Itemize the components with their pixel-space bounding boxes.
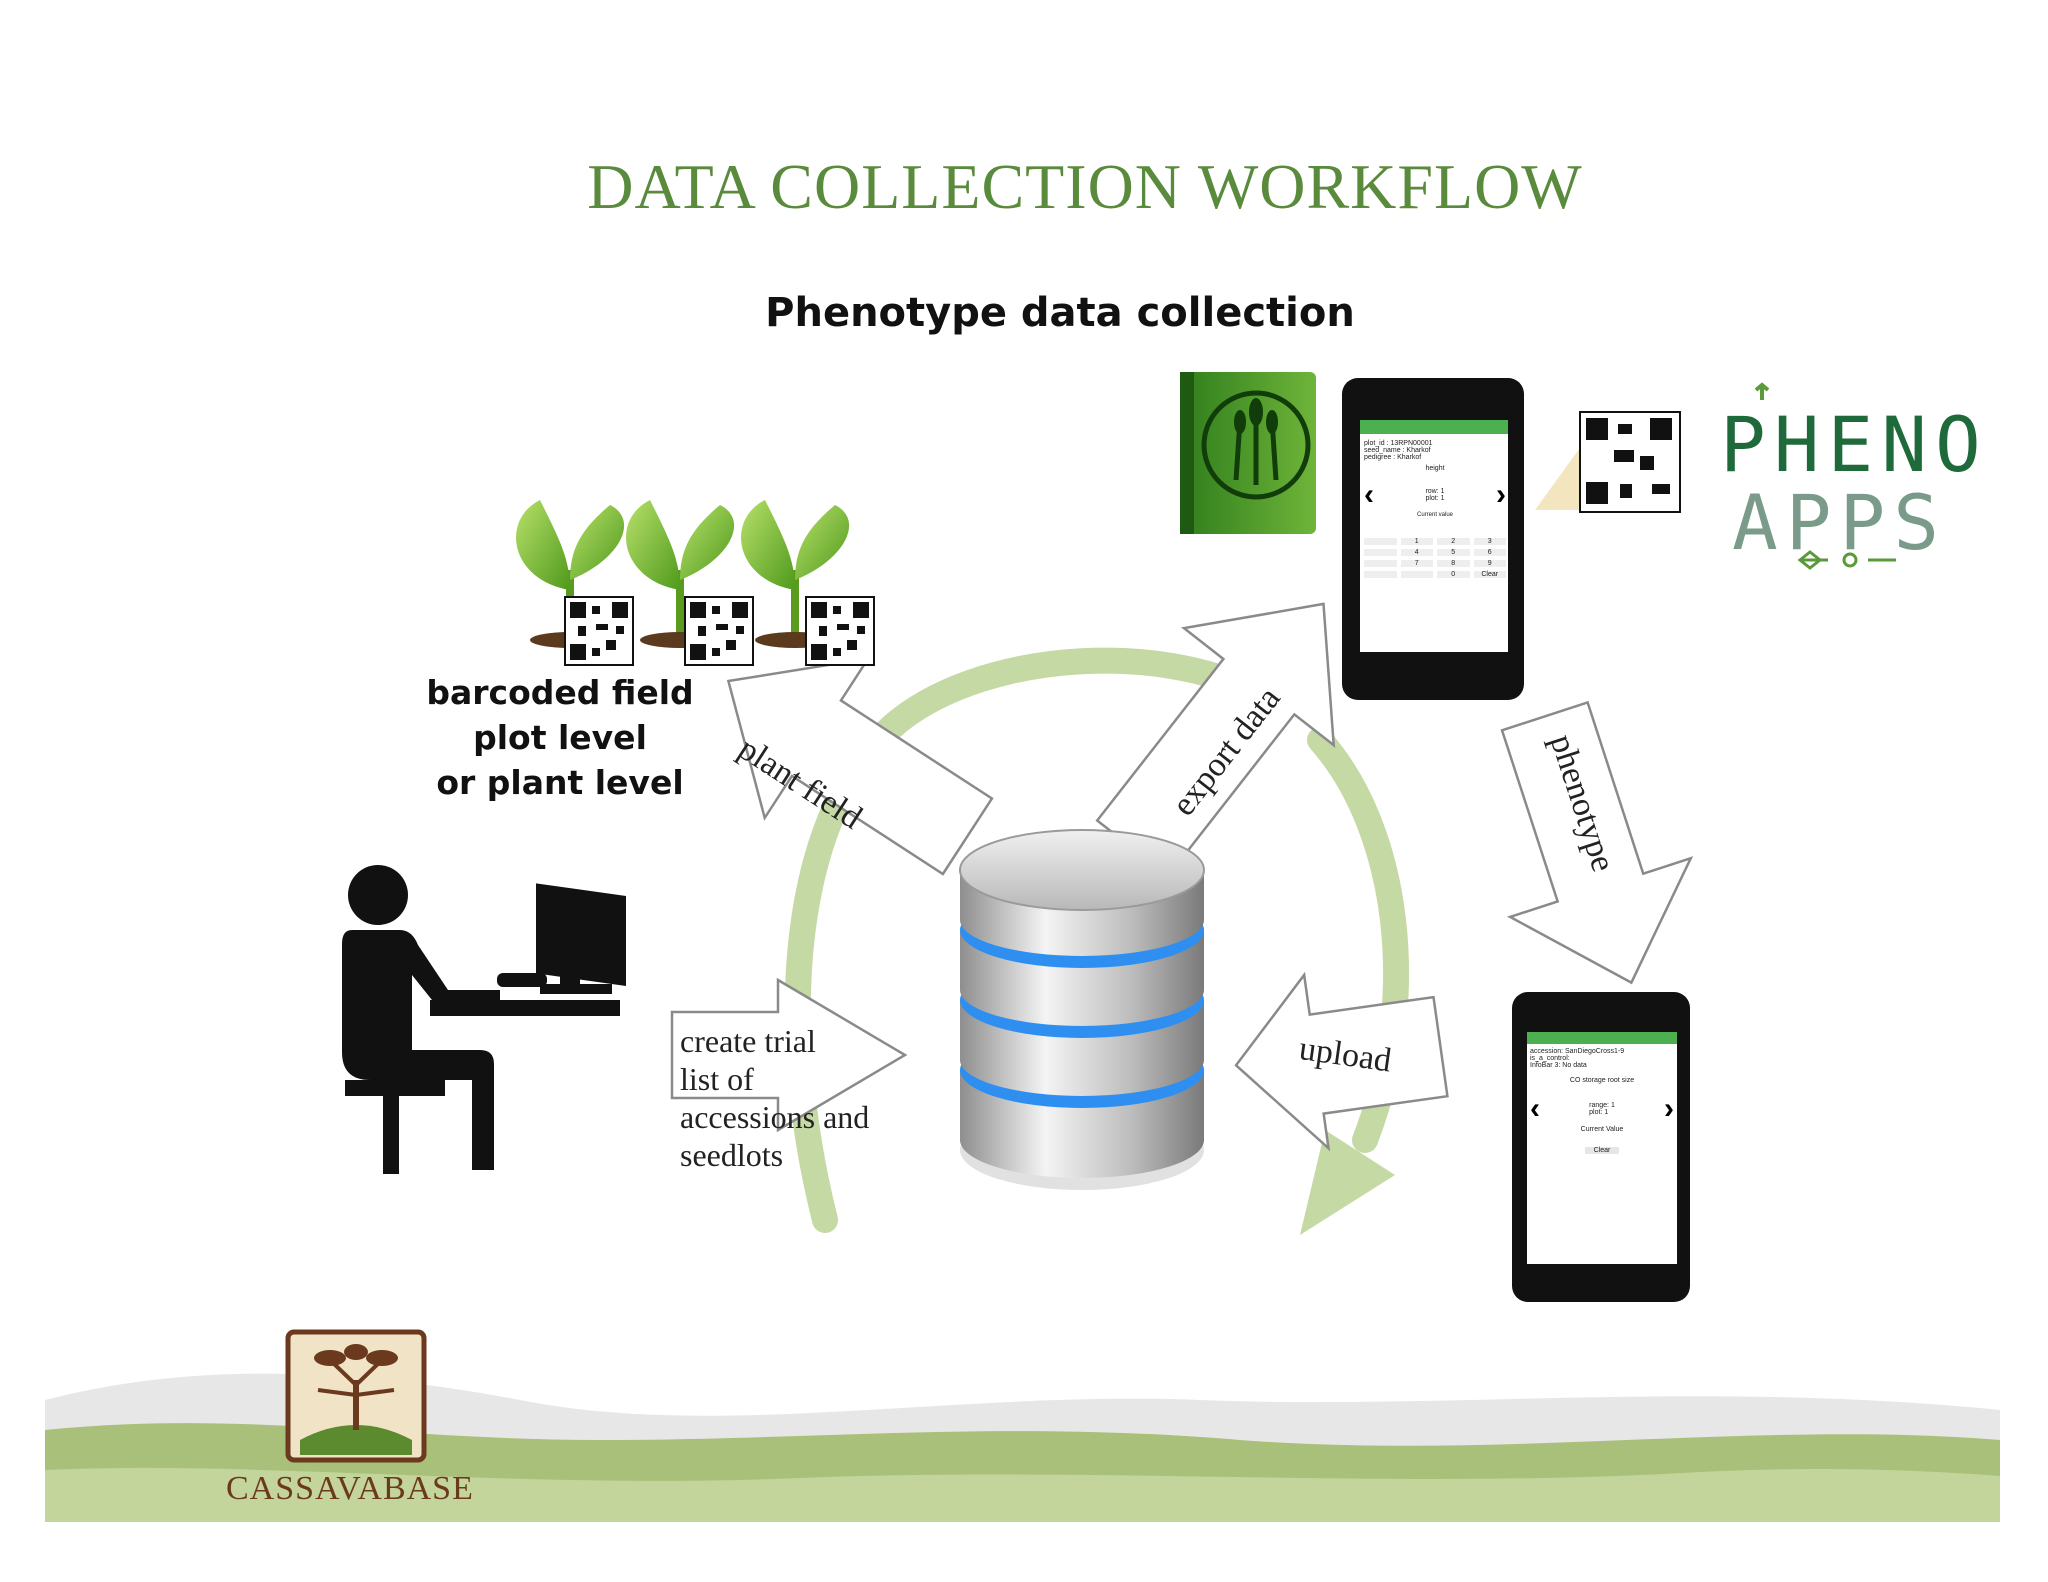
phone-keypad: 1 2 3 4 5 6 7 8 9 0 Clear bbox=[1364, 538, 1506, 578]
chevron-right-icon[interactable]: › bbox=[1664, 1092, 1674, 1125]
hills-background bbox=[45, 1373, 2000, 1522]
barcode-caption-line: barcoded field bbox=[426, 673, 694, 712]
key[interactable] bbox=[1364, 560, 1397, 567]
upload-arrow bbox=[1234, 971, 1449, 1152]
chevron-left-icon[interactable]: ‹ bbox=[1364, 478, 1374, 511]
key[interactable] bbox=[1364, 538, 1397, 545]
key[interactable]: 2 bbox=[1437, 538, 1470, 545]
key[interactable]: 7 bbox=[1400, 560, 1433, 567]
database-icon bbox=[959, 829, 1205, 1190]
create-trial-arrow bbox=[670, 977, 908, 1133]
key[interactable]: 5 bbox=[1437, 549, 1470, 556]
key[interactable] bbox=[1400, 571, 1433, 578]
cassavabase-logo bbox=[285, 1329, 427, 1463]
key[interactable]: 3 bbox=[1473, 538, 1506, 545]
cassavabase-name: CASSAVABASE bbox=[226, 1470, 474, 1507]
range-value: 1 bbox=[1610, 1102, 1615, 1109]
phone-field: InfoBar 3: No data bbox=[1530, 1062, 1587, 1069]
phone-current: Current Value bbox=[1580, 1126, 1624, 1133]
key[interactable]: 8 bbox=[1437, 560, 1470, 567]
clear-key[interactable]: Clear bbox=[1473, 571, 1506, 578]
phenotype-arrow bbox=[1500, 700, 1694, 985]
phone-top-screen: plot_id : 13RPN00001 seed_name : Kharkof… bbox=[1364, 440, 1506, 578]
phone-current: Current value bbox=[1416, 512, 1454, 518]
key[interactable]: 0 bbox=[1437, 571, 1470, 578]
phone-field: is_a_control: bbox=[1530, 1055, 1570, 1062]
chevron-left-icon[interactable]: ‹ bbox=[1530, 1092, 1540, 1125]
chevron-right-icon[interactable]: › bbox=[1495, 478, 1506, 511]
barcode-caption-line: plot level bbox=[473, 718, 647, 757]
key[interactable]: 1 bbox=[1400, 538, 1433, 545]
qr-code-icon bbox=[805, 596, 875, 666]
key[interactable] bbox=[1364, 549, 1397, 556]
phone-field: accession: SanDiegoCross1-9 bbox=[1530, 1048, 1625, 1055]
phenoapps-line1: PHENO bbox=[1720, 400, 1989, 489]
slide-title: DATA COLLECTION WORKFLOW bbox=[587, 151, 1583, 222]
key[interactable] bbox=[1364, 571, 1397, 578]
key[interactable]: 4 bbox=[1400, 549, 1433, 556]
phone-bottom-screen: accession: SanDiegoCross1-9 is_a_control… bbox=[1530, 1048, 1674, 1154]
key[interactable]: 9 bbox=[1473, 560, 1506, 567]
phone-field: seed_name : Kharkof bbox=[1364, 447, 1431, 454]
barcode-caption-line: or plant level bbox=[436, 763, 684, 802]
clear-button[interactable]: Clear bbox=[1585, 1147, 1619, 1154]
phone-trait: CO storage root size bbox=[1569, 1077, 1635, 1084]
create-trial-line: create trial bbox=[680, 1023, 816, 1059]
create-trial-line: seedlots bbox=[680, 1137, 784, 1173]
phone-plot: plot: 1 bbox=[1425, 495, 1445, 502]
phenoapps-logo bbox=[1754, 382, 1896, 570]
phone-top bbox=[1342, 378, 1524, 700]
person-at-computer-icon bbox=[342, 865, 626, 1174]
key[interactable]: 6 bbox=[1473, 549, 1506, 556]
qr-code-icon bbox=[684, 596, 754, 666]
phenoapps-line2: APPS bbox=[1732, 478, 1948, 567]
create-trial-line: list of bbox=[680, 1061, 754, 1097]
phone-row: row: 1 bbox=[1425, 488, 1445, 495]
slide-subtitle: Phenotype data collection bbox=[765, 290, 1355, 336]
plot-value: 1 bbox=[1604, 1109, 1609, 1116]
plot-label: plot: bbox=[1589, 1109, 1603, 1116]
field-book-app-icon bbox=[1180, 372, 1316, 534]
qr-code-icon bbox=[564, 596, 634, 666]
phone-field: plot_id : 13RPN00001 bbox=[1364, 440, 1433, 447]
create-trial-line: accessions and bbox=[680, 1099, 870, 1135]
phone-field: pedigree : Kharkof bbox=[1364, 454, 1422, 461]
qr-card-icon bbox=[1535, 411, 1681, 513]
create-trial-label: create trial list of accessions and seed… bbox=[680, 1022, 869, 1174]
phone-trait: height bbox=[1425, 465, 1445, 472]
range-label: range: bbox=[1589, 1102, 1609, 1109]
barcode-caption: barcoded field plot level or plant level bbox=[400, 670, 720, 805]
